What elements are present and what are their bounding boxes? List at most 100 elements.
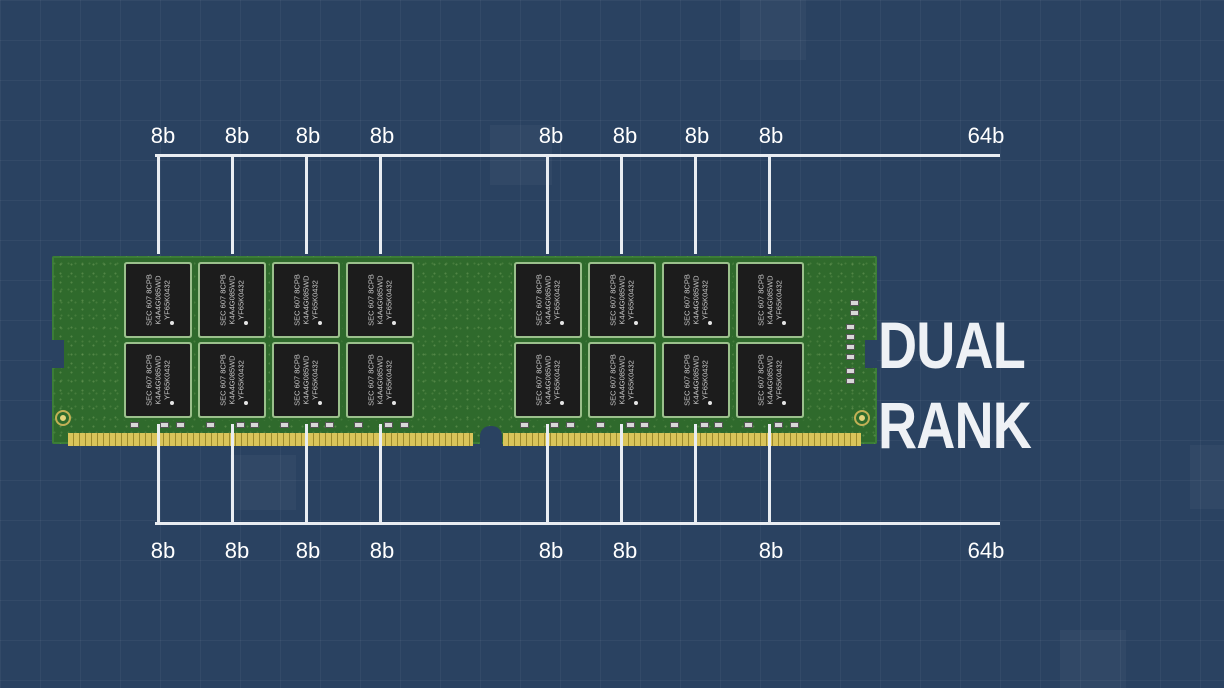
top-connector-line [546, 154, 549, 254]
bottom-connector-line [694, 424, 697, 524]
smd-component [176, 422, 185, 428]
right-mount-hole [856, 412, 868, 424]
gold-contacts-left [68, 433, 473, 446]
bottom-bus-line [155, 522, 1000, 525]
bottom-label: 8b [224, 538, 250, 563]
chip-pin1-dot [318, 321, 322, 325]
smd-component [846, 324, 855, 330]
smd-component [790, 422, 799, 428]
background-tile [740, 0, 806, 60]
smd-component [700, 422, 709, 428]
key-notch [480, 426, 502, 448]
bottom-connector-line [231, 424, 234, 524]
smd-component [325, 422, 334, 428]
top-connector-line [157, 154, 160, 254]
smd-component [850, 310, 859, 316]
top-connector-line [620, 154, 623, 254]
smd-component [160, 422, 169, 428]
top-label: 8b [684, 123, 710, 148]
smd-component [596, 422, 605, 428]
smd-component [846, 344, 855, 350]
smd-component [400, 422, 409, 428]
dual-rank-title: DUAL RANK [878, 308, 1032, 462]
smd-component [384, 422, 393, 428]
top-connector-line [305, 154, 308, 254]
background-tile [1190, 445, 1224, 509]
chip-pin1-dot [708, 401, 712, 405]
chip-pin1-dot [560, 401, 564, 405]
smd-component [846, 378, 855, 384]
chip-pin1-dot [560, 321, 564, 325]
bottom-connector-line [768, 424, 771, 524]
chip-pin1-dot [318, 401, 322, 405]
chip-pin1-dot [782, 401, 786, 405]
smd-component [520, 422, 529, 428]
left-side-notch [52, 340, 64, 368]
chip-pin1-dot [634, 401, 638, 405]
top-connector-line [768, 154, 771, 254]
smd-component [744, 422, 753, 428]
smd-component [566, 422, 575, 428]
bottom-connector-line [620, 424, 623, 524]
smd-component [846, 368, 855, 374]
smd-component [130, 422, 139, 428]
left-mount-hole [57, 412, 69, 424]
chip-pin1-dot [170, 321, 174, 325]
smd-component [846, 354, 855, 360]
background-tile [230, 455, 296, 510]
smd-component [354, 422, 363, 428]
smd-component [250, 422, 259, 428]
chip-pin1-dot [244, 401, 248, 405]
chip-pin1-dot [170, 401, 174, 405]
bottom-label: 8b [538, 538, 564, 563]
bottom-label: 8b [150, 538, 176, 563]
gold-contacts-right [503, 433, 861, 446]
chip-pin1-dot [392, 401, 396, 405]
smd-component [850, 300, 859, 306]
top-label: 8b [612, 123, 638, 148]
chip-pin1-dot [708, 321, 712, 325]
background-tile [1060, 630, 1126, 688]
top-label: 8b [224, 123, 250, 148]
bottom-label: 8b [369, 538, 395, 563]
top-label: 8b [150, 123, 176, 148]
bottom-label: 8b [612, 538, 638, 563]
bottom-connector-line [157, 424, 160, 524]
top-connector-line [379, 154, 382, 254]
smd-component [846, 334, 855, 340]
top-label: 8b [538, 123, 564, 148]
bottom-label: 8b [758, 538, 784, 563]
top-total-label: 64b [967, 123, 1005, 148]
smd-component [640, 422, 649, 428]
right-side-notch [865, 340, 877, 368]
bottom-label: 8b [295, 538, 321, 563]
smd-component [550, 422, 559, 428]
smd-component [280, 422, 289, 428]
smd-component [714, 422, 723, 428]
chip-pin1-dot [782, 321, 786, 325]
